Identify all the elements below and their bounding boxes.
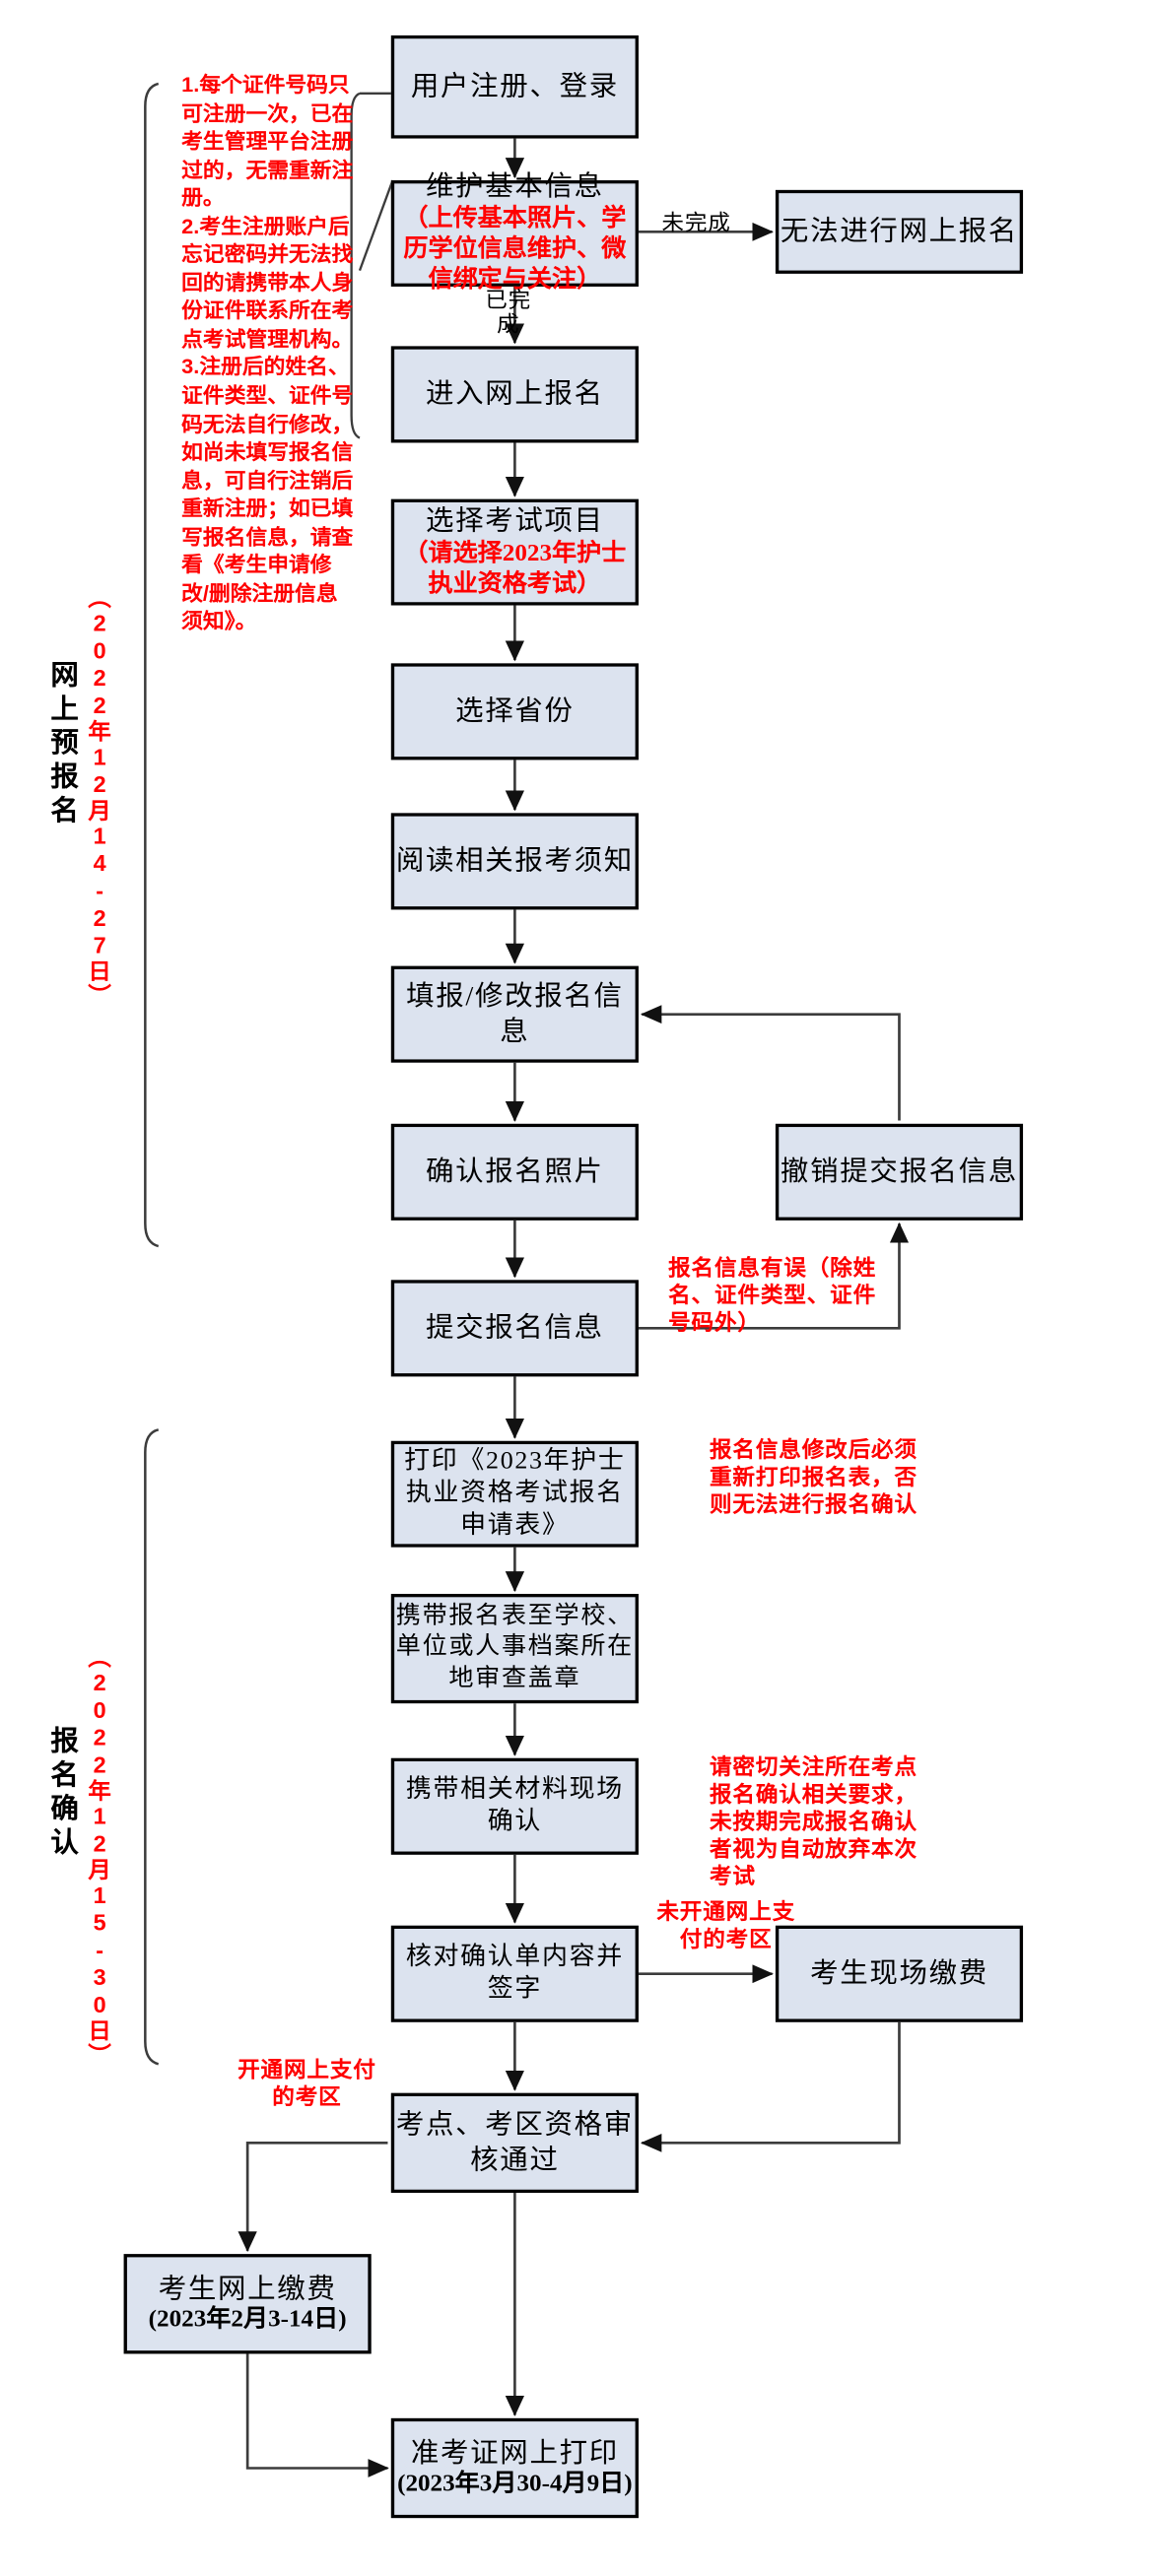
node-sublabel: (2023年2月3-14日) [148,2307,347,2334]
edge-label-reprint-required: 报名信息修改后必须重新打印报名表，否则无法进行报名确认 [709,1437,917,1517]
node-label: 阅读相关报考须知 [395,845,634,877]
edge-n17-n18 [238,2142,388,2253]
phase-date-pre-registration: （2022年12月14-27日） [86,585,113,1009]
phase-label-confirmation: 报名确认 [45,1726,78,1862]
node-label: 维护基本信息 [425,170,604,202]
node-label: 填报/修改报名信息 [406,980,624,1047]
registration-note: 1.每个证件号码只可注册一次，已在考生管理平台注册过的，无需重新注册。 2.考生… [181,72,354,633]
node-read-notice[interactable]: 阅读相关报考须知 [390,813,639,910]
node-maintain-basic-info[interactable]: 维护基本信息 （上传基本照片、学历学位信息维护、微信绑定与关注） [390,171,639,294]
node-label: 打印《2023年护士执业资格考试报名申请表》 [404,1447,626,1540]
node-withdraw-submission[interactable]: 撤销提交报名信息 [775,1123,1024,1221]
edge-label-confirmation-warning: 请密切关注所在考点报名确认相关要求，未按期完成报名确认者视为自动放弃本次考试 [709,1754,917,1888]
edge-n10-n8 [640,1005,901,1121]
node-label: 选择考试项目 [425,505,604,537]
node-fill-modify-info[interactable]: 填报/修改报名信息 [390,965,639,1063]
edge-n16-n17 [640,2021,901,2152]
node-label: 进入网上报名 [425,378,604,410]
node-qualification-approved[interactable]: 考点、考区资格审核通过 [390,2092,639,2194]
note-leader-line [358,179,394,271]
node-label: 选择省份 [455,695,575,727]
edge-label-no-online-payment: 未开通网上支付的考区 [656,1899,796,1951]
node-select-province[interactable]: 选择省份 [390,663,639,760]
phase-date-confirmation: （2022年12月15-30日） [86,1645,113,2068]
node-label: 考生网上缴费 [158,2272,337,2304]
node-confirm-photo[interactable]: 确认报名照片 [390,1123,639,1221]
phase-bracket-1 [144,82,160,1248]
node-stamp-form[interactable]: 携带报名表至学校、单位或人事档案所在地审查盖章 [390,1594,639,1704]
node-enter-online-registration[interactable]: 进入网上报名 [390,346,639,443]
node-label: 考点、考区资格审核通过 [395,2109,634,2176]
node-label: 无法进行网上报名 [780,216,1019,247]
node-label: 确认报名照片 [425,1156,604,1187]
node-label: 提交报名信息 [425,1312,604,1344]
node-label: 携带相关材料现场确认 [405,1775,624,1836]
edge-label-info-error: 报名信息有误（除姓名、证件类型、证件号码外） [668,1255,877,1335]
edge-label-not-completed: 未完成 [661,211,731,235]
node-select-exam-project[interactable]: 选择考试项目 （请选择2023年护士执业资格考试） [390,498,639,606]
node-sublabel: (2023年3月30-4月9日) [397,2472,633,2498]
node-verify-and-sign[interactable]: 核对确认单内容并签字 [390,1925,639,2022]
edge-label-online-payment-area: 开通网上支付的考区 [238,2057,376,2109]
node-print-application-form[interactable]: 打印《2023年护士执业资格考试报名申请表》 [390,1440,639,1548]
node-sublabel: （上传基本照片、学历学位信息维护、微信绑定与关注） [403,206,627,295]
node-print-admission-ticket[interactable]: 准考证网上打印 (2023年3月30-4月9日) [390,2417,639,2519]
node-cannot-register-online[interactable]: 无法进行网上报名 [775,189,1024,274]
node-onsite-confirmation[interactable]: 携带相关材料现场确认 [390,1757,639,1855]
node-onsite-payment[interactable]: 考生现场缴费 [775,1925,1024,2022]
edge-n11-n10 [638,1222,910,1330]
node-label: 携带报名表至学校、单位或人事档案所在地审查盖章 [395,1604,634,1692]
node-label: 考生现场缴费 [810,1957,988,1989]
node-label: 撤销提交报名信息 [780,1156,1019,1187]
node-submit-info[interactable]: 提交报名信息 [390,1280,639,1377]
node-online-payment[interactable]: 考生网上缴费 (2023年2月3-14日) [123,2254,372,2354]
node-sublabel: （请选择2023年护士执业资格考试） [403,540,627,598]
note-bracket [350,92,361,439]
phase-label-pre-registration: 网上预报名 [45,660,78,829]
node-label: 核对确认单内容并签字 [405,1943,624,2004]
node-user-register[interactable]: 用户注册、登录 [390,34,639,139]
edge-n18-n19 [245,2353,389,2477]
edge-label-completed: 已完成 [485,288,532,337]
node-label: 准考证网上打印 [410,2436,619,2468]
node-label: 用户注册、登录 [410,71,619,102]
phase-bracket-2 [144,1428,160,2066]
